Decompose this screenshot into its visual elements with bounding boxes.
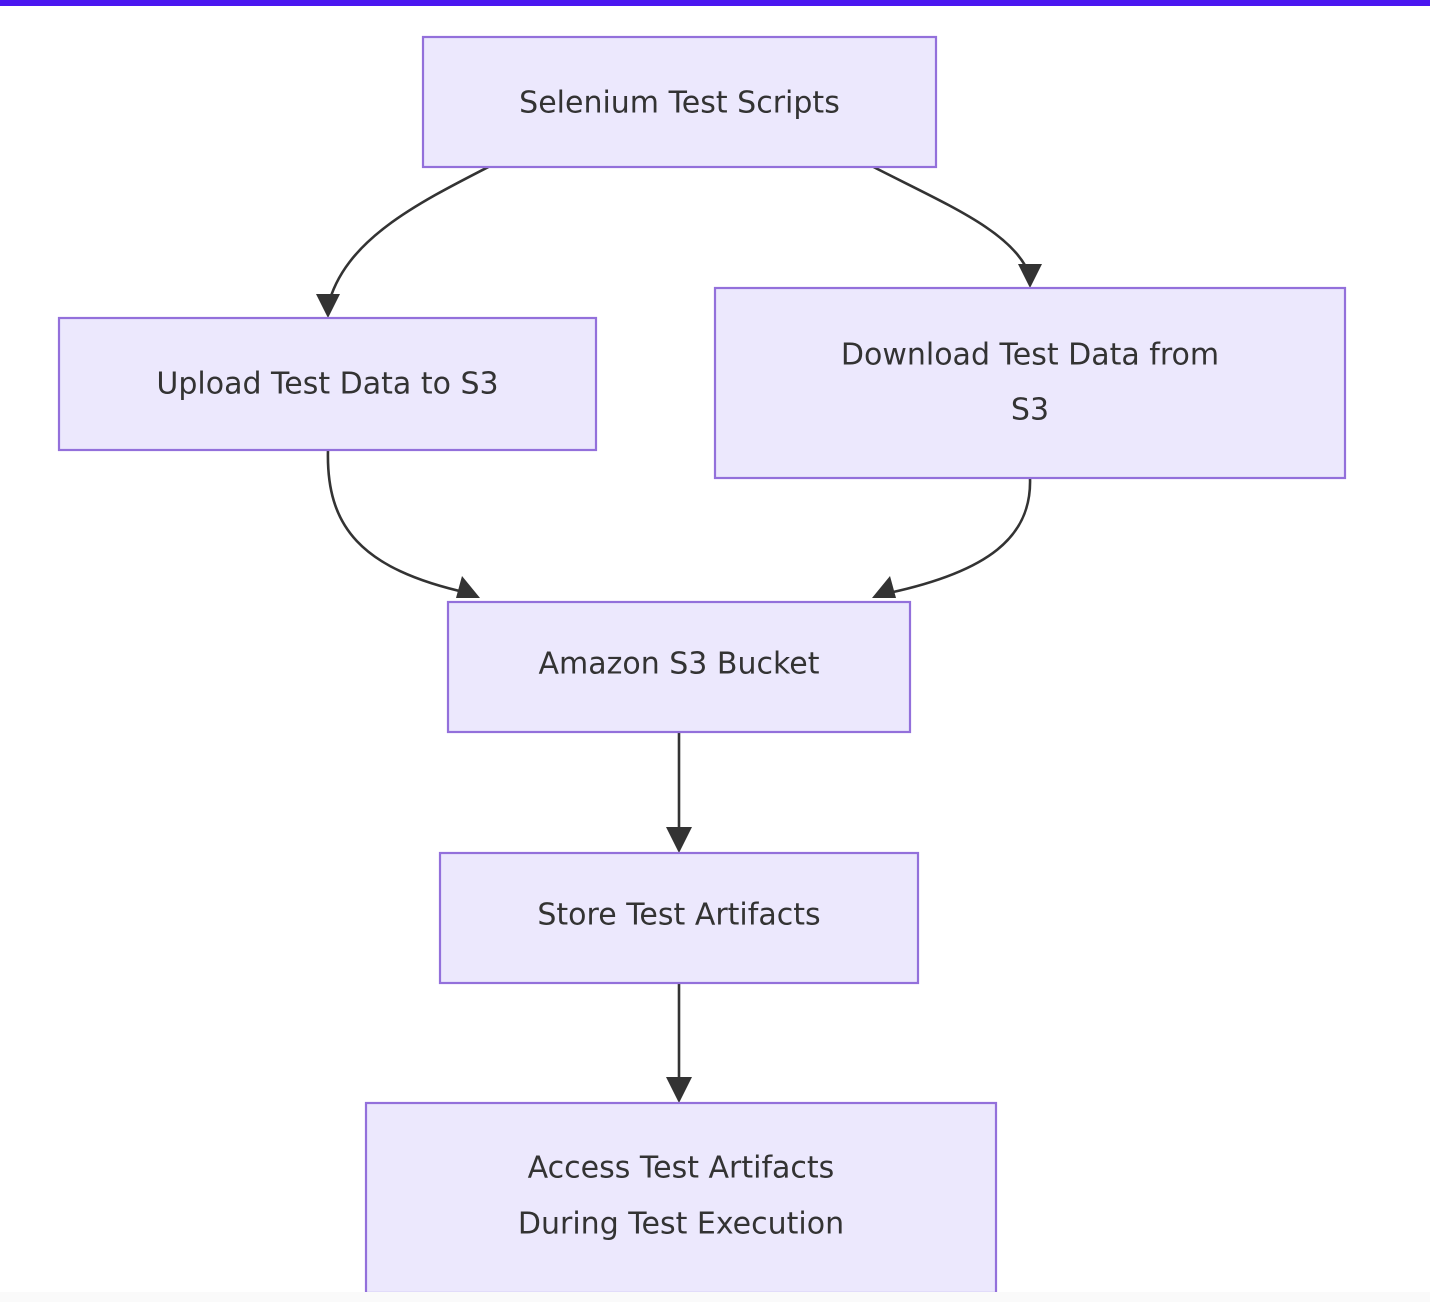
- edge-upload-to-bucket-path: [326, 449, 469, 595]
- edge-upload-to-bucket-arrowhead: [456, 576, 480, 598]
- edge-download-to-bucket-arrowhead: [872, 576, 896, 598]
- node-access-test-artifacts-during-test-execution[interactable]: Access Test Artifacts During Test Execut…: [364, 1101, 998, 1292]
- flowchart-canvas: Selenium Test Scripts Upload Test Data t…: [0, 6, 1430, 1292]
- node-access-test-artifacts-label-line2: During Test Execution: [518, 1207, 844, 1242]
- edge-scripts-to-upload-path: [326, 159, 501, 307]
- edge-bucket-to-store: [666, 732, 692, 853]
- top-accent-bar: [0, 0, 1430, 6]
- node-upload-test-data-to-s3[interactable]: Upload Test Data to S3: [57, 316, 598, 452]
- edge-store-to-access-arrowhead: [666, 1077, 692, 1103]
- edge-download-to-bucket-path: [883, 477, 1032, 596]
- node-selenium-test-scripts-box[interactable]: [421, 35, 938, 169]
- edge-upload-to-bucket: [326, 449, 480, 598]
- node-amazon-s3-bucket-box[interactable]: [446, 600, 912, 734]
- edge-scripts-to-download-path: [861, 159, 1032, 277]
- edge-scripts-to-download: [861, 159, 1042, 288]
- flowchart-svg: Selenium Test Scripts Upload Test Data t…: [57, 35, 1347, 1292]
- node-access-test-artifacts-label-line1: Access Test Artifacts: [528, 1151, 835, 1186]
- node-download-test-data-from-s3-box[interactable]: [713, 286, 1347, 480]
- node-selenium-test-scripts-label: Selenium Test Scripts: [519, 86, 840, 121]
- node-download-test-data-from-s3-label-line2: S3: [1011, 393, 1049, 428]
- edge-scripts-to-upload: [316, 159, 501, 318]
- node-upload-test-data-to-s3-label: Upload Test Data to S3: [156, 367, 498, 402]
- node-store-test-artifacts[interactable]: Store Test Artifacts: [438, 851, 920, 985]
- node-store-test-artifacts-label: Store Test Artifacts: [537, 898, 820, 933]
- node-selenium-test-scripts[interactable]: Selenium Test Scripts: [421, 35, 938, 169]
- node-download-test-data-from-s3-label-line1: Download Test Data from: [841, 338, 1219, 373]
- edge-bucket-to-store-arrowhead: [666, 827, 692, 853]
- node-amazon-s3-bucket-label: Amazon S3 Bucket: [538, 647, 819, 682]
- node-amazon-s3-bucket[interactable]: Amazon S3 Bucket: [446, 600, 912, 734]
- edge-scripts-to-download-arrowhead: [1018, 264, 1042, 288]
- bottom-strip: [0, 1292, 1430, 1302]
- node-upload-test-data-to-s3-box[interactable]: [57, 316, 598, 452]
- edges-layer: [316, 159, 1042, 1103]
- node-download-test-data-from-s3[interactable]: Download Test Data from S3: [713, 286, 1347, 480]
- nodes-layer: Selenium Test Scripts Upload Test Data t…: [57, 35, 1347, 1292]
- edge-store-to-access: [666, 983, 692, 1103]
- node-access-test-artifacts-box[interactable]: [364, 1101, 998, 1292]
- edge-scripts-to-upload-arrowhead: [316, 294, 340, 318]
- edge-download-to-bucket: [872, 477, 1032, 598]
- node-store-test-artifacts-box[interactable]: [438, 851, 920, 985]
